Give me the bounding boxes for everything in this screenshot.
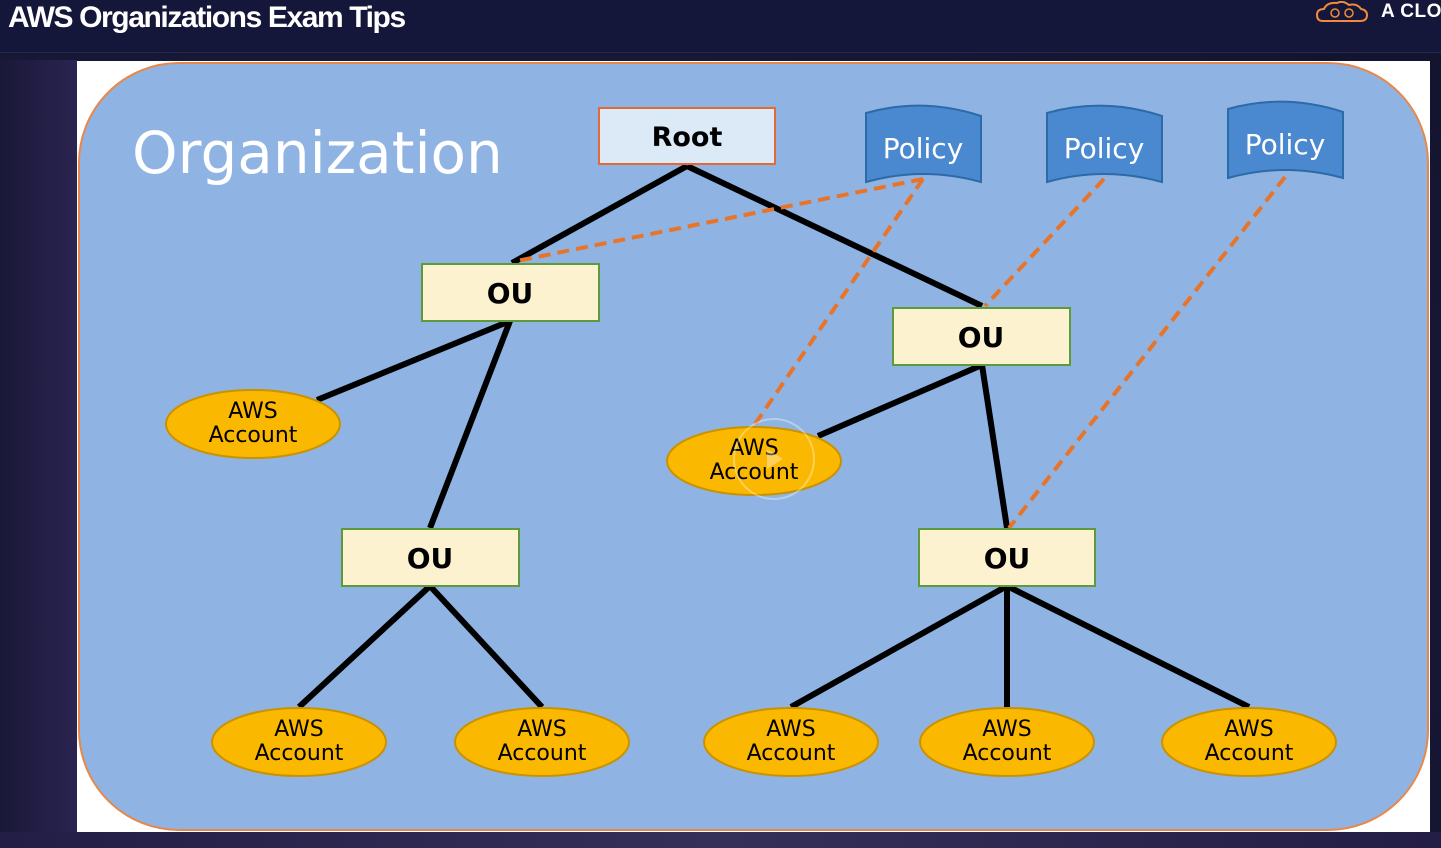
- ou-label: OU: [958, 321, 1005, 354]
- aws-account-7[interactable]: AWS Account: [1161, 707, 1337, 777]
- play-button-icon[interactable]: [733, 418, 815, 500]
- account-label-line1: AWS: [1224, 717, 1274, 742]
- policy-label: Policy: [883, 132, 964, 165]
- policy3-to-ou4: [1007, 175, 1287, 530]
- ou-node-1[interactable]: OU: [421, 263, 600, 322]
- ou-label: OU: [407, 542, 454, 575]
- account-label-line1: AWS: [228, 399, 278, 424]
- organization-label: Organization: [132, 119, 503, 187]
- policy-links: [516, 175, 1287, 530]
- aws-account-3[interactable]: AWS Account: [211, 707, 387, 777]
- account-label-line1: AWS: [517, 717, 567, 742]
- account-label-line2: Account: [255, 741, 344, 766]
- org-diagram: Organization Root: [78, 62, 1429, 831]
- line-ou3-acct4: [427, 583, 545, 710]
- policy1-to-ou1: [516, 177, 924, 263]
- account-label-line1: AWS: [274, 717, 324, 742]
- account-label-line2: Account: [1205, 741, 1294, 766]
- policy-1[interactable]: Policy: [865, 104, 982, 184]
- account-label-line2: Account: [498, 741, 587, 766]
- top-bar: AWS Organizations Exam Tips A CLO: [0, 0, 1441, 53]
- line-ou4-acct5: [789, 583, 1009, 710]
- policy-label: Policy: [1245, 128, 1326, 161]
- line-ou1-ou3: [427, 319, 513, 530]
- aws-account-1[interactable]: AWS Account: [165, 389, 341, 459]
- account-label-line1: AWS: [982, 717, 1032, 742]
- policy2-to-ou2: [983, 177, 1106, 308]
- policy-3[interactable]: Policy: [1227, 100, 1344, 180]
- hierarchy-lines: [296, 163, 1251, 710]
- account-label-line2: Account: [710, 460, 799, 485]
- background-shade-bottom: [0, 832, 1441, 848]
- aws-account-4[interactable]: AWS Account: [454, 707, 630, 777]
- account-label-line1: AWS: [729, 436, 779, 461]
- ou-node-3[interactable]: OU: [341, 528, 520, 587]
- line-ou4-acct7: [1005, 583, 1251, 710]
- line-root-ou1: [510, 163, 689, 266]
- ou-node-4[interactable]: OU: [918, 528, 1096, 587]
- root-label: Root: [652, 122, 723, 153]
- line-root-ou2: [685, 163, 984, 309]
- ou-node-2[interactable]: OU: [892, 307, 1071, 366]
- line-ou1-acct1: [315, 318, 512, 403]
- account-label-line1: AWS: [766, 717, 816, 742]
- line-ou2-acct2: [816, 362, 984, 439]
- account-label-line2: Account: [747, 741, 836, 766]
- brand[interactable]: A CLO: [1315, 0, 1441, 24]
- aws-account-5[interactable]: AWS Account: [703, 707, 879, 777]
- ou-label: OU: [984, 542, 1031, 575]
- aws-account-6[interactable]: AWS Account: [919, 707, 1095, 777]
- policy-flag-icon: [1046, 104, 1163, 184]
- policy-flag-icon: [1227, 100, 1344, 180]
- account-label-line2: Account: [963, 741, 1052, 766]
- policy-label: Policy: [1064, 132, 1145, 165]
- ou-label: OU: [487, 277, 534, 310]
- policy-flag-icon: [865, 104, 982, 184]
- slide: Organization Root: [77, 61, 1430, 832]
- line-ou3-acct3: [296, 583, 433, 710]
- background-shade: [0, 60, 77, 848]
- account-label-line2: Account: [209, 423, 298, 448]
- policy1-to-account: [751, 177, 925, 429]
- aws-account-2[interactable]: AWS Account: [666, 426, 842, 496]
- cloud-logo-icon: [1315, 1, 1369, 22]
- root-node[interactable]: Root: [598, 107, 776, 165]
- brand-name: A CLO: [1381, 1, 1441, 22]
- page-title: AWS Organizations Exam Tips: [8, 1, 406, 34]
- line-ou2-ou4: [979, 364, 1010, 529]
- policy-2[interactable]: Policy: [1046, 104, 1163, 184]
